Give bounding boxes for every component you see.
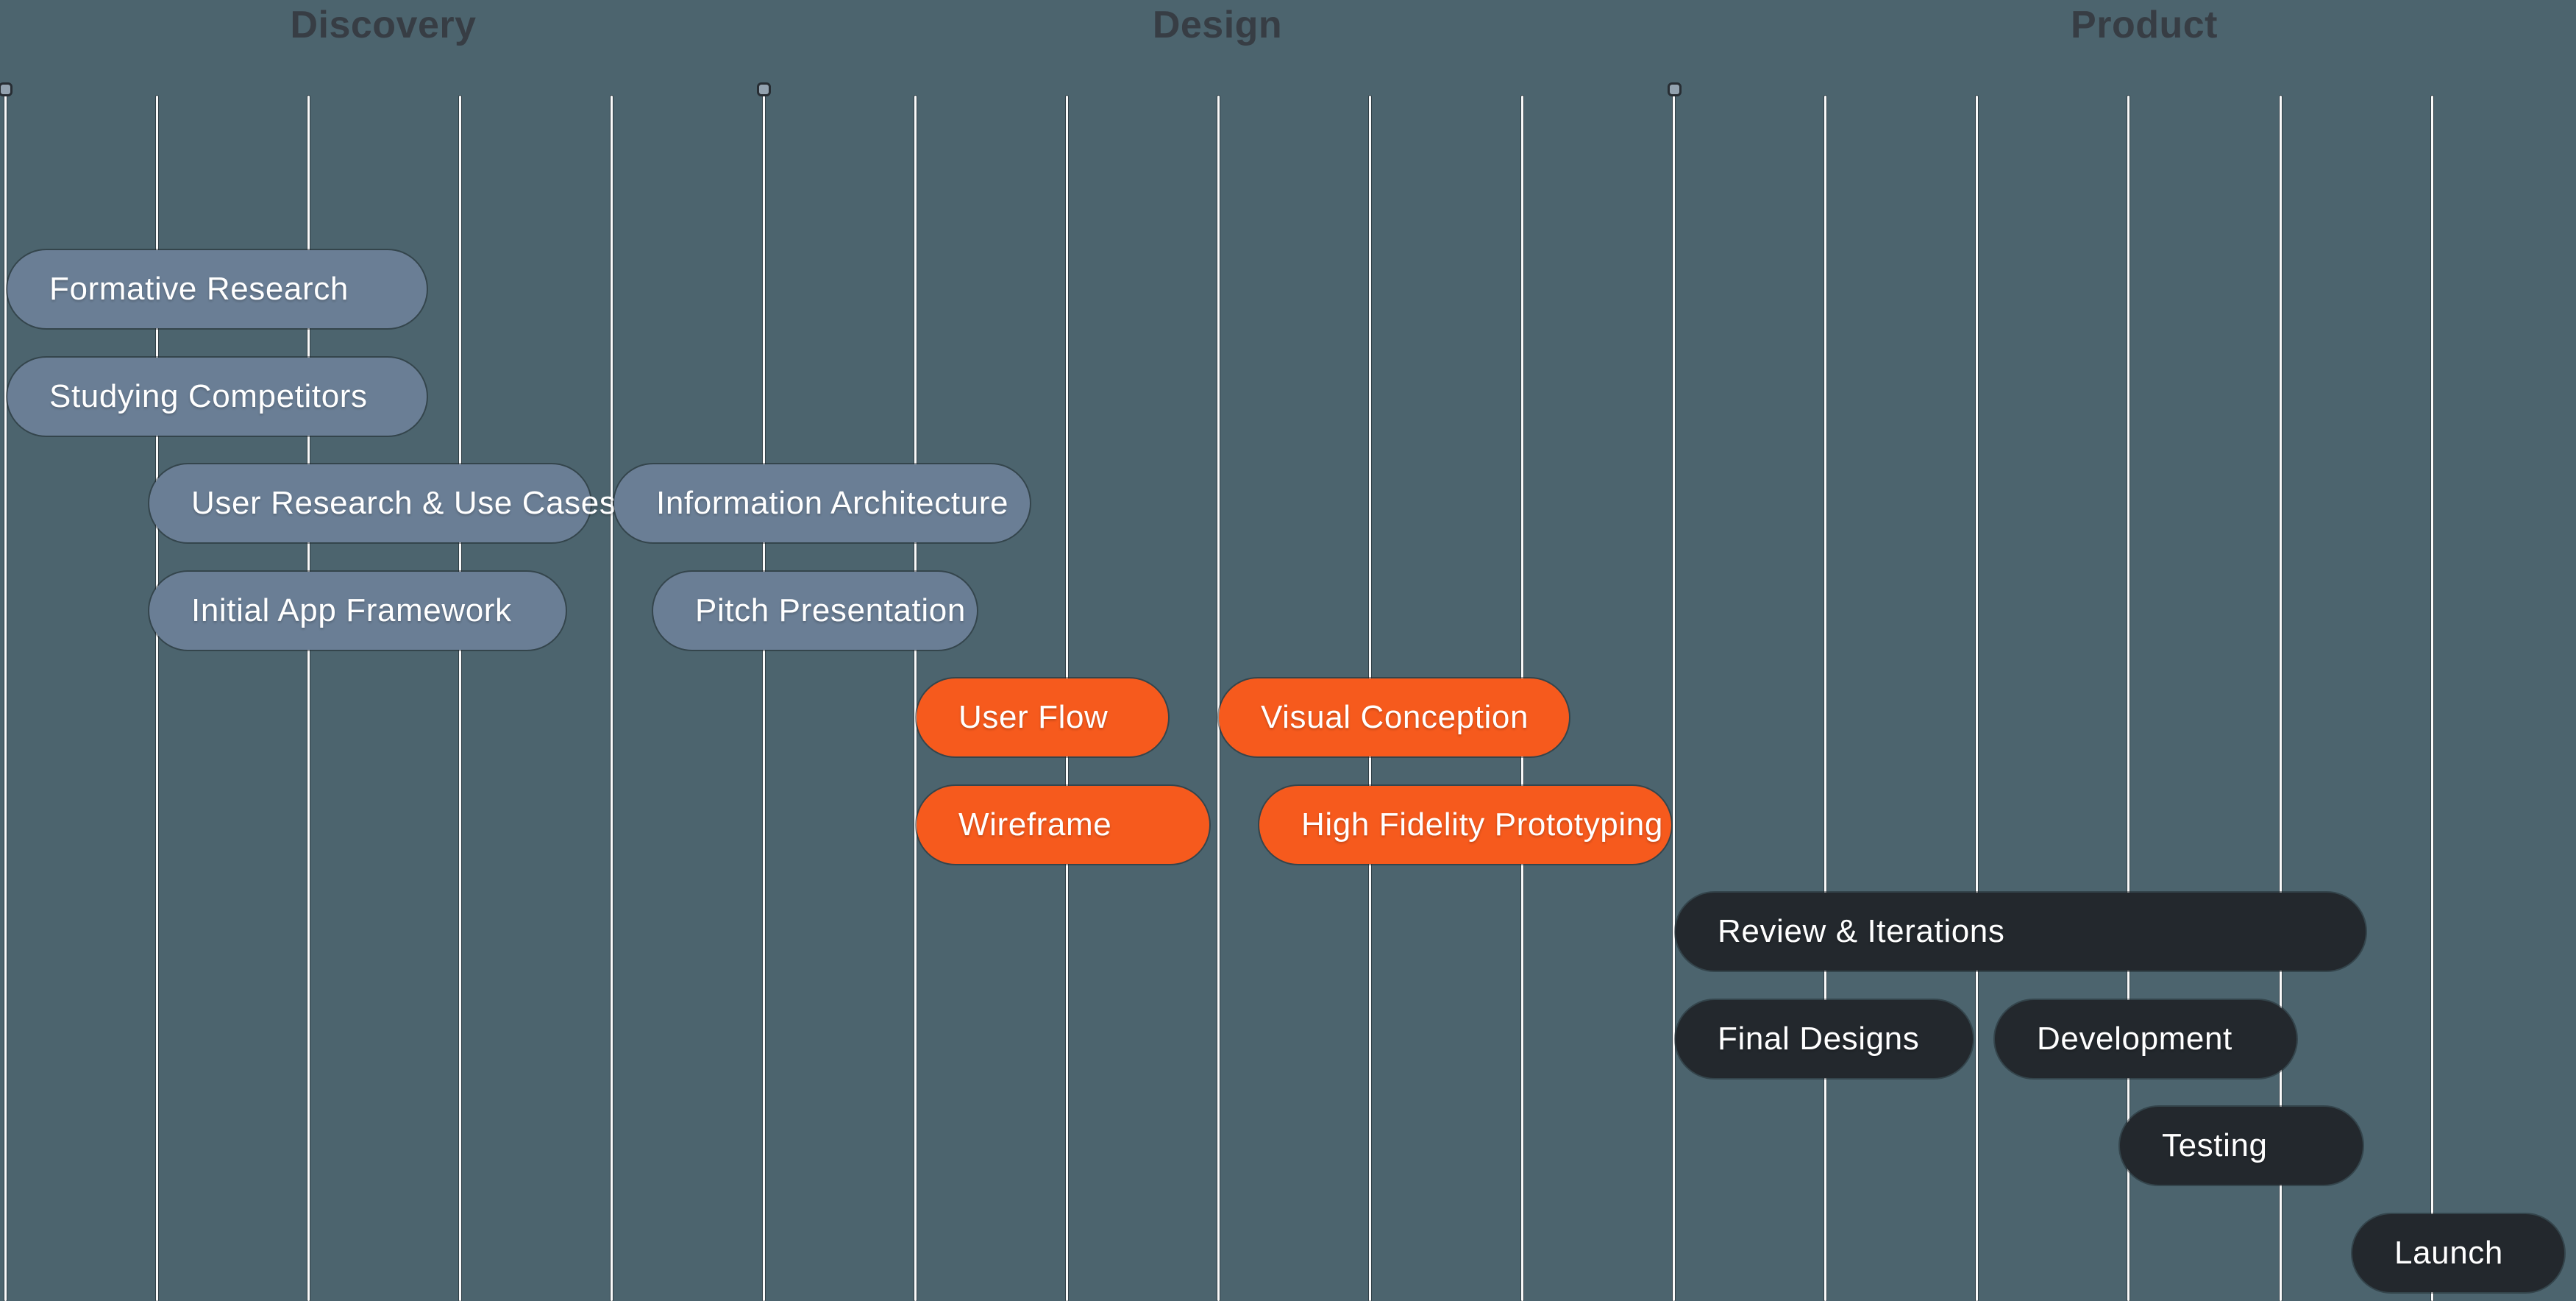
task-bar[interactable]: Review & Iterations bbox=[1676, 893, 2366, 971]
task-bar[interactable]: Development bbox=[1995, 999, 2296, 1078]
task-label: Formative Research bbox=[49, 271, 349, 307]
timeline-gridline bbox=[155, 96, 158, 1301]
task-label: Visual Conception bbox=[1261, 699, 1529, 735]
timeline-gridline bbox=[1824, 96, 1826, 1301]
timeline-gridline bbox=[4, 96, 7, 1301]
phase-start-marker-discovery[interactable] bbox=[0, 82, 13, 96]
task-label: User Flow bbox=[958, 699, 1109, 735]
timeline-gridline bbox=[2430, 96, 2433, 1301]
timeline-gridline bbox=[307, 96, 310, 1301]
task-label: Launch bbox=[2394, 1234, 2503, 1271]
phase-start-marker-product[interactable] bbox=[1667, 82, 1682, 96]
task-bar[interactable]: Final Designs bbox=[1676, 999, 1973, 1078]
task-bar[interactable]: User Research & Use Cases bbox=[149, 464, 616, 542]
task-label: High Fidelity Prototyping bbox=[1301, 806, 1663, 843]
phase-header-design: Design bbox=[1152, 4, 1283, 46]
task-label: Review & Iterations bbox=[1718, 913, 2005, 949]
task-bar[interactable]: High Fidelity Prototyping bbox=[1259, 785, 1671, 864]
task-bar[interactable]: Visual Conception bbox=[1219, 678, 1569, 756]
task-label: Wireframe bbox=[958, 806, 1112, 843]
task-label: Final Designs bbox=[1718, 1020, 1920, 1057]
task-label: Development bbox=[2037, 1020, 2232, 1057]
task-label: Pitch Presentation bbox=[695, 592, 966, 628]
task-label: Information Architecture bbox=[656, 485, 1009, 521]
task-bar[interactable]: User Flow bbox=[917, 678, 1168, 756]
timeline-gridline bbox=[914, 96, 917, 1301]
phase-header-discovery: Discovery bbox=[290, 4, 477, 46]
task-label: User Research & Use Cases bbox=[191, 485, 616, 521]
task-bar[interactable]: Initial App Framework bbox=[149, 571, 566, 650]
timeline-gridline bbox=[459, 96, 462, 1301]
timeline-gridline bbox=[762, 96, 765, 1301]
timeline-gridline bbox=[2279, 96, 2282, 1301]
timeline-gridline bbox=[1976, 96, 1979, 1301]
task-label: Studying Competitors bbox=[49, 377, 368, 414]
timeline-gridline bbox=[1217, 96, 1220, 1301]
task-bar[interactable]: Information Architecture bbox=[614, 464, 1030, 542]
task-label: Initial App Framework bbox=[191, 592, 512, 628]
task-bar[interactable]: Pitch Presentation bbox=[653, 571, 977, 650]
timeline-gridline bbox=[611, 96, 613, 1301]
phase-header-product: Product bbox=[2071, 4, 2218, 46]
task-bar[interactable]: Studying Competitors bbox=[7, 357, 427, 436]
timeline-gridline bbox=[1672, 96, 1675, 1301]
task-bar[interactable]: Launch bbox=[2352, 1213, 2564, 1292]
task-bar[interactable]: Formative Research bbox=[7, 250, 427, 328]
task-label: Testing bbox=[2162, 1127, 2268, 1163]
task-bar[interactable]: Testing bbox=[2120, 1107, 2363, 1185]
phase-start-marker-design[interactable] bbox=[756, 82, 771, 96]
task-bar[interactable]: Wireframe bbox=[917, 785, 1209, 864]
timeline-gridline bbox=[2127, 96, 2130, 1301]
